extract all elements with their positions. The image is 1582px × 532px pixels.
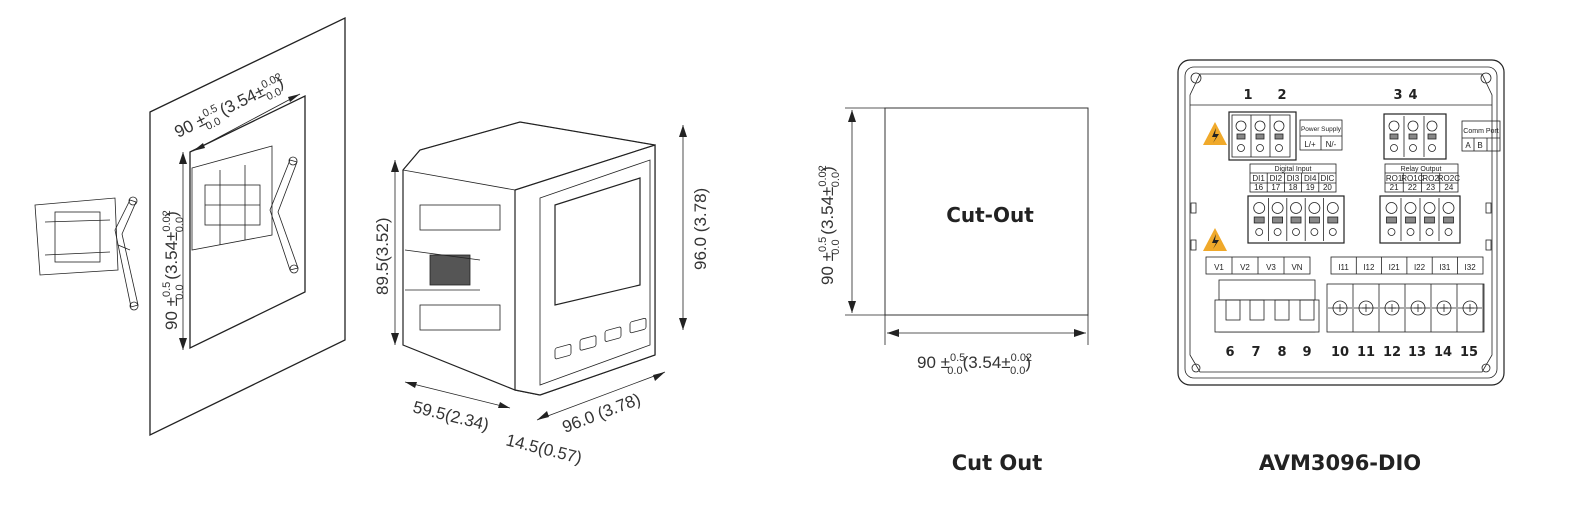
terminal-number: 10 [1331, 345, 1349, 360]
terminal-screw-icon [1442, 202, 1455, 214]
voltage-terminal-label: V1 [1214, 263, 1224, 272]
current-terminal-label: I21 [1389, 263, 1401, 272]
power-supply-title: Power Supply [1301, 126, 1342, 133]
bezel-dimension: 14.5(0.57) [504, 430, 584, 467]
comm-port-title: Comm Port [1463, 128, 1498, 135]
high-voltage-warning-icon [1203, 228, 1227, 251]
front-width-dimension: 96.0 (3.78) [560, 390, 644, 437]
panel-mount-view: 90 ±0.50.0 (3.54±0.020.0) 90 ±0.50.0 (3.… [34, 16, 346, 437]
terminal-screw-icon [1404, 202, 1417, 214]
power-supply-label: Power Supply L/+ N/- [1299, 119, 1343, 151]
terminal-label: L/+ [1304, 140, 1316, 149]
terminal-number: 11 [1357, 345, 1375, 360]
rear-view: 1 2 3 4 Power Supply [1177, 59, 1505, 386]
terminal-number: 14 [1434, 345, 1452, 360]
comm-terminal-block [1383, 113, 1447, 160]
terminal-number: 15 [1460, 345, 1478, 360]
cutout-view: Cut-Out 90 ±0.50.0 (3.54±0.020.0) 90 ±0.… [817, 107, 1089, 475]
terminal-label: B [1477, 141, 1482, 150]
meter-back-in-panel [191, 145, 273, 251]
digital-input-channel-label: DI4 [1304, 174, 1317, 183]
digital-input-channel-label: DI3 [1287, 174, 1300, 183]
terminal-screw-icon [1423, 202, 1436, 214]
current-labels: I11 I12 I21 I22 I31 I32 [1330, 256, 1484, 275]
mounting-clip-left [34, 196, 139, 311]
voltage-terminal-label: VN [1291, 263, 1302, 272]
meter-vents [404, 204, 501, 331]
panel-cutout [189, 94, 306, 350]
cutout-height-dimension: 90 ±0.50.0 (3.54±0.020.0) [817, 165, 842, 285]
current-terminal-block [1326, 283, 1485, 333]
terminal-number: 21 [1390, 183, 1399, 192]
relay-channel-label: RO2 [1422, 174, 1439, 183]
terminal-number: 22 [1408, 183, 1417, 192]
terminal-number: 20 [1323, 183, 1332, 192]
digital-input-channel-label: DIC [1321, 174, 1335, 183]
terminal-number: 9 [1302, 345, 1311, 360]
terminal-screw-icon [1308, 202, 1321, 214]
depth-dimension: 59.5(2.34) [411, 397, 491, 434]
side-notches [1190, 202, 1492, 251]
terminal-number: 2 [1277, 88, 1286, 103]
voltage-labels: V1 V2 V3 VN [1205, 256, 1311, 275]
cutout-rectangle [884, 107, 1089, 316]
terminal-number: 6 [1225, 345, 1234, 360]
terminal-number: 3 [1393, 88, 1402, 103]
power-terminal-block [1228, 111, 1297, 161]
terminal-number: 19 [1306, 183, 1315, 192]
current-terminal-label: I11 [1338, 263, 1349, 272]
relay-channel-label: RO1 [1386, 174, 1403, 183]
terminal-number: 18 [1289, 183, 1298, 192]
rear-view-caption: AVM3096-DIO [1259, 451, 1421, 475]
comm-port-label: Comm Port A B [1461, 120, 1501, 152]
voltage-terminal-label: V3 [1266, 263, 1276, 272]
high-voltage-warning-icon [1203, 122, 1227, 145]
terminal-number: 13 [1408, 345, 1426, 360]
current-terminal-label: I31 [1439, 263, 1451, 272]
terminal-number: 4 [1408, 88, 1417, 103]
current-terminal-label: I12 [1363, 263, 1375, 272]
cutout-label: Cut-Out [946, 203, 1034, 227]
voltage-terminal-label: V2 [1240, 263, 1250, 272]
relay-channel-label: RO1C [1401, 174, 1423, 183]
terminal-number: 24 [1444, 183, 1453, 192]
digital-input-title: Digital Input [1275, 166, 1312, 173]
mounting-panel [149, 16, 346, 437]
terminal-number: 8 [1277, 345, 1286, 360]
terminal-screw-icon [1290, 202, 1302, 214]
relay-output-terminal-block [1379, 195, 1461, 244]
relay-channel-label: RO2C [1438, 174, 1460, 183]
front-height-dimension: 96.0 (3.78) [691, 188, 710, 270]
relay-output-title: Relay Output [1401, 166, 1442, 173]
terminal-number: 1 [1243, 88, 1252, 103]
terminal-number: 17 [1271, 183, 1280, 192]
terminal-screw-icon [1253, 202, 1266, 214]
terminal-screw-icon [1385, 202, 1398, 214]
meter-height-dimension: 89.5(3.52) [373, 218, 392, 296]
terminal-label: N/- [1326, 140, 1337, 149]
meter-buttons [554, 317, 647, 360]
terminal-screw-icon [1271, 202, 1284, 214]
terminal-number: 23 [1426, 183, 1435, 192]
current-terminal-label: I32 [1465, 263, 1477, 272]
meter-display [554, 177, 641, 306]
current-terminal-label: I22 [1414, 263, 1426, 272]
terminal-label: A [1465, 141, 1471, 150]
terminal-screw-icon [1326, 202, 1339, 214]
digital-input-channel-label: DI2 [1270, 174, 1283, 183]
terminal-number: 12 [1383, 345, 1401, 360]
meter-3d-view: 89.5(3.52) 96.0 (3.78) 96.0 (3.78) 59.5(… [373, 121, 710, 468]
terminal-number: 7 [1251, 345, 1260, 360]
digital-input-channel-label: DI1 [1252, 174, 1265, 183]
mount-height-dimension: 90 ±0.50.0 (3.54±0.020.0) [161, 210, 186, 330]
mounting-clip-right [269, 156, 299, 274]
voltage-terminal-block [1214, 279, 1320, 333]
cutout-caption: Cut Out [952, 451, 1043, 475]
digital-input-terminal-block [1247, 195, 1345, 244]
terminal-number: 16 [1254, 183, 1263, 192]
